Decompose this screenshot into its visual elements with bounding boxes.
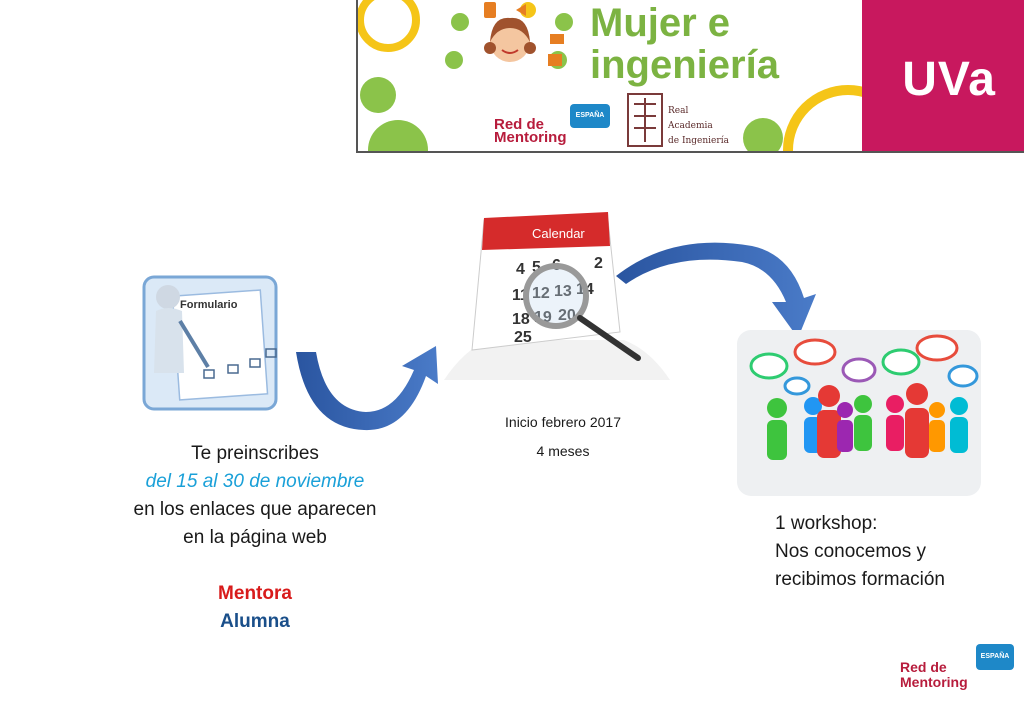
- svg-text:12: 12: [532, 285, 550, 302]
- espana-badge: ESPAÑA: [570, 104, 610, 128]
- footer-logo-line2: Mentoring: [900, 674, 968, 690]
- svg-text:13: 13: [554, 283, 572, 300]
- rai-line2: Academia: [668, 121, 713, 131]
- step3-line1: 1 workshop:: [775, 513, 878, 534]
- red-mentoring-logo: Red de Mentoring: [494, 116, 567, 146]
- step1-line1: Te preinscribes: [191, 443, 319, 464]
- footer-espana-badge: ESPAÑA: [976, 644, 1014, 670]
- svg-text:2: 2: [594, 255, 603, 272]
- rai-line3: de Ingeniería: [668, 136, 729, 146]
- footer-logo-text: Red de Mentoring: [900, 660, 968, 690]
- form-icon: Formulario: [142, 275, 278, 411]
- red-mentoring-line1: Red de: [494, 116, 545, 133]
- banner-title: Mujer e ingeniería: [590, 2, 779, 86]
- banner-decoration: [358, 0, 878, 151]
- step1-description: Te preinscribes del 15 al 30 de noviembr…: [100, 440, 410, 636]
- uva-logo-block: [862, 0, 1024, 151]
- banner-title-line1: Mujer e: [590, 1, 731, 45]
- banner-title-line2: ingeniería: [590, 43, 779, 87]
- step1-line3: en los enlaces que aparecen: [133, 499, 377, 520]
- footer-red-mentoring-logo: Red de Mentoring ESPAÑA: [900, 642, 1018, 700]
- svg-text:25: 25: [514, 329, 532, 346]
- step3-line2: Nos conocemos y: [775, 541, 927, 562]
- svg-text:18: 18: [512, 311, 530, 328]
- step3-line3: recibimos formación: [775, 569, 945, 590]
- people-talking-icon: [737, 330, 981, 496]
- step3-description: 1 workshop: Nos conocemos y recibimos fo…: [775, 510, 1005, 594]
- uva-logo: UVa: [902, 53, 996, 106]
- red-mentoring-line2: Mentoring: [494, 129, 567, 146]
- step1-line4: en la página web: [183, 527, 327, 548]
- svg-text:5: 5: [532, 259, 541, 276]
- step2-start: Inicio febrero 2017: [505, 414, 621, 430]
- step2-duration: 4 meses: [536, 443, 590, 459]
- rai-line1: Real: [668, 106, 689, 116]
- role-mentora: Mentora: [218, 583, 292, 604]
- svg-text:4: 4: [516, 261, 525, 278]
- arrow-curve-1: [296, 346, 438, 431]
- calendar-icon: 4562 11121314 181920 25 Calendar: [424, 200, 670, 380]
- footer-logo-line1: Red de: [900, 659, 947, 675]
- arrow-curve-2: [616, 242, 816, 338]
- calendar-label: Calendar: [532, 226, 585, 241]
- step2-description: Inicio febrero 2017 4 meses: [470, 408, 656, 466]
- role-alumna: Alumna: [220, 611, 290, 632]
- form-icon-label: Formulario: [180, 299, 238, 311]
- real-academia-logo: Real Academia de Ingeniería: [668, 104, 729, 149]
- header-banner: Mujer e ingeniería Red de Mentoring ESPA…: [356, 0, 1024, 153]
- step1-dates: del 15 al 30 de noviembre: [145, 471, 365, 492]
